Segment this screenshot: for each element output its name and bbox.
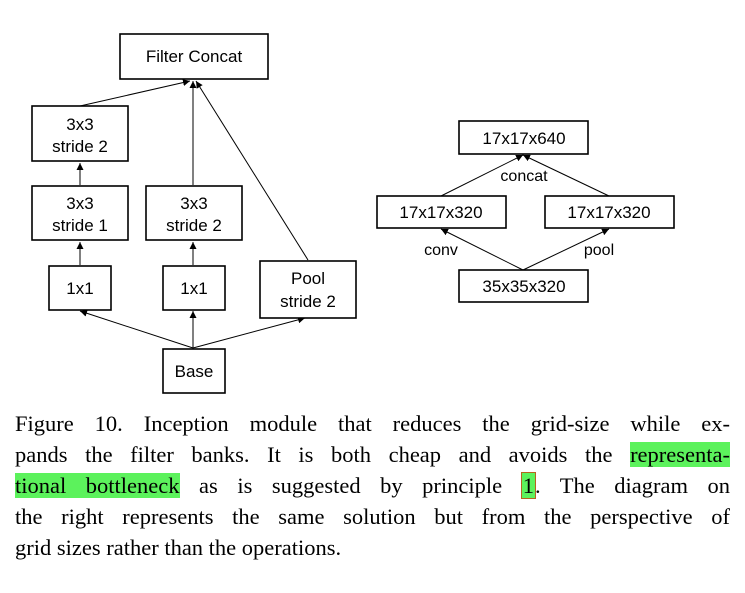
caption-line-5: grid sizes rather than the operations. [15, 535, 342, 560]
node-b1-3x3-stride2: 3x3 stride 2 [31, 105, 129, 162]
highlight-representa: representa- [630, 442, 730, 467]
node-input: 35x35x320 [458, 269, 589, 303]
node-b1-1x1: 1x1 [48, 265, 112, 311]
b1-1x1-label: 1x1 [66, 279, 93, 298]
conv-annotation: conv [424, 242, 458, 259]
node-b2-3x3-stride2: 3x3 stride 2 [145, 185, 243, 241]
base-label: Base [175, 362, 214, 381]
input-label: 35x35x320 [482, 277, 565, 296]
node-right: 17x17x320 [544, 195, 675, 229]
b1-3x3-s2-line2: stride 2 [52, 137, 108, 156]
caption-line-4: the right represents the same solution b… [15, 504, 730, 529]
b1-3x3-s1-line1: 3x3 [66, 194, 93, 213]
node-b2-1x1: 1x1 [162, 265, 226, 311]
figure-caption: Figure 10. Inception module that reduces… [15, 408, 730, 563]
b2-3x3-s2-line2: stride 2 [166, 216, 222, 235]
edge-right-to-out [522, 154, 610, 197]
out-label: 17x17x640 [482, 129, 565, 148]
edge-input-to-right [522, 228, 610, 271]
node-pool-stride2: Pool stride 2 [259, 260, 357, 319]
pool-annotation: pool [584, 242, 614, 259]
node-b1-3x3-stride1: 3x3 stride 1 [31, 185, 129, 241]
left-label: 17x17x320 [399, 203, 482, 222]
caption-text: pands the filter banks. It is both cheap… [15, 442, 631, 467]
edge-left-to-out [440, 154, 524, 197]
edge-base-to-pool [192, 316, 306, 349]
edge-b1-to-concat [79, 79, 191, 107]
highlight-tional-bottleneck: tional bottleneck [15, 473, 180, 498]
b1-3x3-s1-line2: stride 1 [52, 216, 108, 235]
filter-concat-label: Filter Concat [146, 47, 243, 66]
concat-annotation: concat [500, 168, 548, 185]
edge-input-to-left [440, 228, 524, 271]
b1-3x3-s2-line1: 3x3 [66, 115, 93, 134]
pool-line2: stride 2 [280, 292, 336, 311]
edge-pool-to-concat [195, 80, 309, 261]
b2-1x1-label: 1x1 [180, 279, 207, 298]
inception-diagram: Filter Concat 3x3 stride 2 3x3 stride 1 … [31, 33, 675, 394]
caption-line-3: tional bottleneck as is suggested by pri… [15, 470, 730, 501]
caption-text: as is suggested by principle [179, 473, 522, 498]
caption-line-1: Figure 10. Inception module that reduces… [15, 411, 730, 436]
edge-base-to-b1-1x1 [79, 309, 194, 349]
caption-text: . The diagram on [534, 473, 730, 498]
pool-line1: Pool [291, 269, 325, 288]
reference-link-principle-1[interactable]: 1 [520, 472, 536, 499]
b2-3x3-s2-line1: 3x3 [180, 194, 207, 213]
node-base: Base [162, 348, 226, 394]
right-label: 17x17x320 [567, 203, 650, 222]
left-diagram-edges [76, 79, 309, 349]
right-diagram-edges [440, 154, 610, 271]
node-out: 17x17x640 [458, 120, 589, 155]
node-left: 17x17x320 [376, 195, 507, 229]
caption-line-2: pands the filter banks. It is both cheap… [15, 439, 730, 470]
node-filter-concat: Filter Concat [119, 33, 269, 80]
